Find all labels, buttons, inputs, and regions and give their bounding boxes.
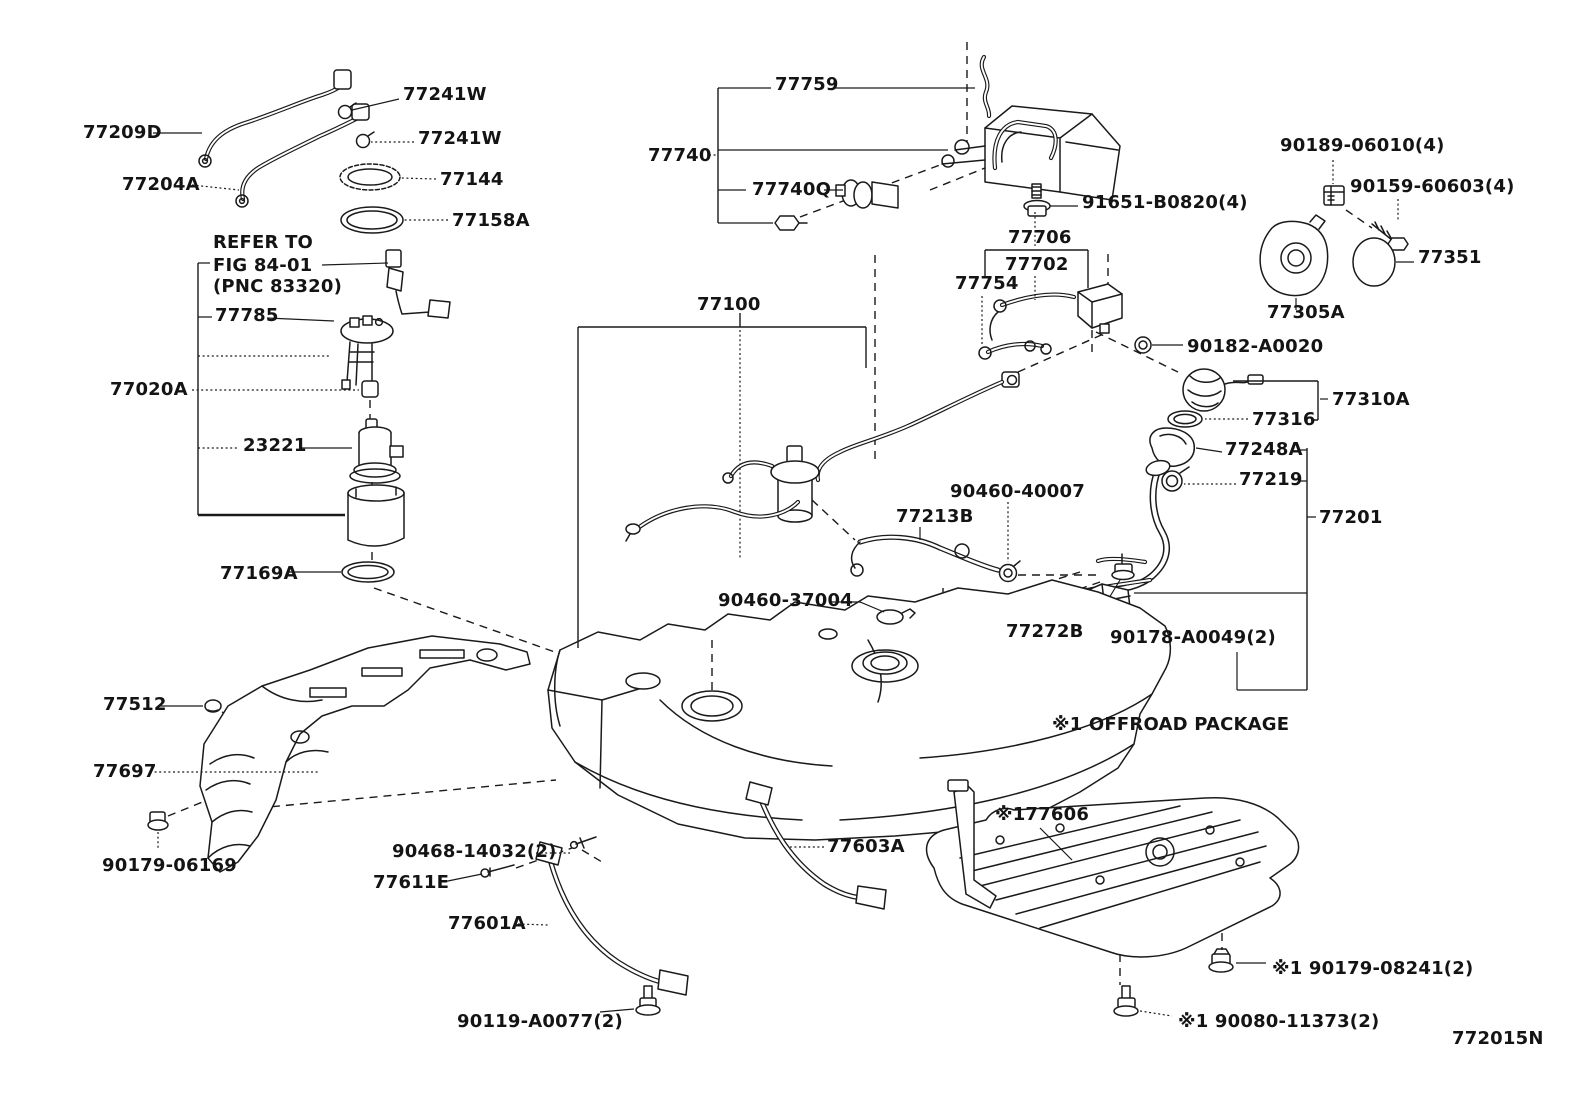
- canister-pump-filter-art: [835, 179, 899, 209]
- refer-note-line2: FIG 84-01: [213, 255, 312, 276]
- part-label-77754: 77754: [955, 273, 1019, 294]
- part-label-90182-a0020: 90182-A0020: [1187, 336, 1323, 357]
- part-label-77209d: 77209D: [83, 122, 162, 143]
- part-label-77241w-upper: 77241W: [403, 84, 487, 105]
- part-label-77316: 77316: [1252, 409, 1316, 430]
- band-pin-art: [569, 836, 597, 850]
- part-label-77158a: 77158A: [452, 210, 530, 231]
- part-label-77305a: 77305A: [1267, 302, 1345, 323]
- canister-bolt-art: [1023, 183, 1051, 217]
- hose-clamp-art-lower: [355, 131, 375, 149]
- fuel-inlet-box-art: [1259, 160, 1414, 310]
- part-label-77144: 77144: [440, 169, 504, 190]
- part-label-77213b: 77213B: [896, 506, 974, 527]
- part-label-90460-37004: 90460-37004: [718, 590, 853, 611]
- part-label-90178-a0049: 90178-A0049(2): [1110, 627, 1276, 648]
- part-label-90119-a0077: 90119-A0077(2): [457, 1011, 623, 1032]
- refer-note-line3: (PNC 83320): [213, 276, 342, 297]
- part-label-77702: 77702: [1005, 254, 1069, 275]
- refer-note-line1: REFER TO: [213, 232, 313, 253]
- part-label-90179-08241: ※1 90179-08241(2): [1272, 958, 1473, 979]
- purge-valve-bracket-leaders: [981, 249, 1183, 346]
- fuel-cap-art: [1167, 368, 1328, 428]
- tank-band-art: [442, 781, 887, 1016]
- part-label-77512: 77512: [103, 694, 167, 715]
- labels-layer: 77241W 77209D 77241W 77204A 77144 77158A REFER…: [83, 74, 1544, 1049]
- fuel-pump-module-art: [340, 249, 451, 583]
- band-stud-art: [480, 864, 515, 878]
- canister-mount-bolt-art: [774, 215, 808, 231]
- part-label-90080-11373: ※1 90080-11373(2): [1178, 1011, 1379, 1032]
- fuel-tube-assembly-art: [198, 69, 404, 234]
- skid-nut-art: [1208, 948, 1234, 973]
- part-label-90468-14032: 90468-14032(2): [392, 841, 557, 862]
- part-label-77248a: 77248A: [1225, 439, 1303, 460]
- part-label-77201: 77201: [1319, 507, 1383, 528]
- skid-plate-art: [925, 779, 1300, 1017]
- part-label-90189-06010: 90189-06010(4): [1280, 135, 1445, 156]
- gasket-37004-art: [876, 608, 916, 625]
- figure-code: 772015N: [1452, 1028, 1544, 1049]
- part-label-77100: 77100: [697, 294, 761, 315]
- part-label-77219: 77219: [1239, 469, 1303, 490]
- part-label-91651-b0820: 91651-B0820(4): [1082, 192, 1248, 213]
- part-label-90179-06169: 90179-06169: [102, 855, 237, 876]
- tank-tube-and-gauge-art: [625, 371, 1020, 625]
- part-label-77241w-lower: 77241W: [418, 128, 502, 149]
- part-label-77310a: 77310A: [1332, 389, 1410, 410]
- part-label-77603a: 77603A: [827, 836, 905, 857]
- pipe-nut-art: [1111, 553, 1135, 581]
- part-label-77020a: 77020A: [110, 379, 188, 400]
- part-label-23221: 23221: [243, 435, 307, 456]
- canister-bracket-leaders: [709, 87, 1078, 246]
- part-label-77351: 77351: [1418, 247, 1482, 268]
- hose-clamp-40007-art: [998, 502, 1021, 583]
- part-label-77706: 77706: [1008, 227, 1072, 248]
- part-label-77606: ※177606: [995, 804, 1089, 825]
- purge-valve-art: [978, 283, 1152, 360]
- part-label-90460-40007: 90460-40007: [950, 481, 1085, 502]
- part-label-77740: 77740: [648, 145, 712, 166]
- fuel-tank-art: [547, 313, 1172, 841]
- note-offroad-package: ※1 OFFROAD PACKAGE: [1052, 714, 1289, 735]
- shield-mount-nut-art: [147, 811, 169, 850]
- band-bolt-art: [635, 985, 661, 1016]
- part-label-77169a: 77169A: [220, 563, 298, 584]
- canister-assembly-art: [774, 54, 1121, 231]
- part-label-77759: 77759: [775, 74, 839, 95]
- hose-clamp-art-upper: [337, 102, 357, 120]
- part-label-77697: 77697: [93, 761, 157, 782]
- part-label-77601a: 77601A: [448, 913, 526, 934]
- purge-valve-nut-art: [1134, 336, 1152, 354]
- grommet-cube-art: [1323, 185, 1345, 206]
- tank-protector-art: [147, 635, 531, 873]
- part-label-77272b: 77272B: [1006, 621, 1084, 642]
- part-label-77204a: 77204A: [122, 174, 200, 195]
- part-label-77740q: 77740Q: [752, 179, 831, 200]
- part-label-77611e: 77611E: [373, 872, 449, 893]
- refer-bracket-and-leaders-topleft: [153, 98, 448, 573]
- part-label-77785: 77785: [215, 305, 279, 326]
- skid-bolt-art: [1113, 985, 1139, 1017]
- part-label-90159-60603: 90159-60603(4): [1350, 176, 1515, 197]
- shield-nut-art: [204, 699, 222, 713]
